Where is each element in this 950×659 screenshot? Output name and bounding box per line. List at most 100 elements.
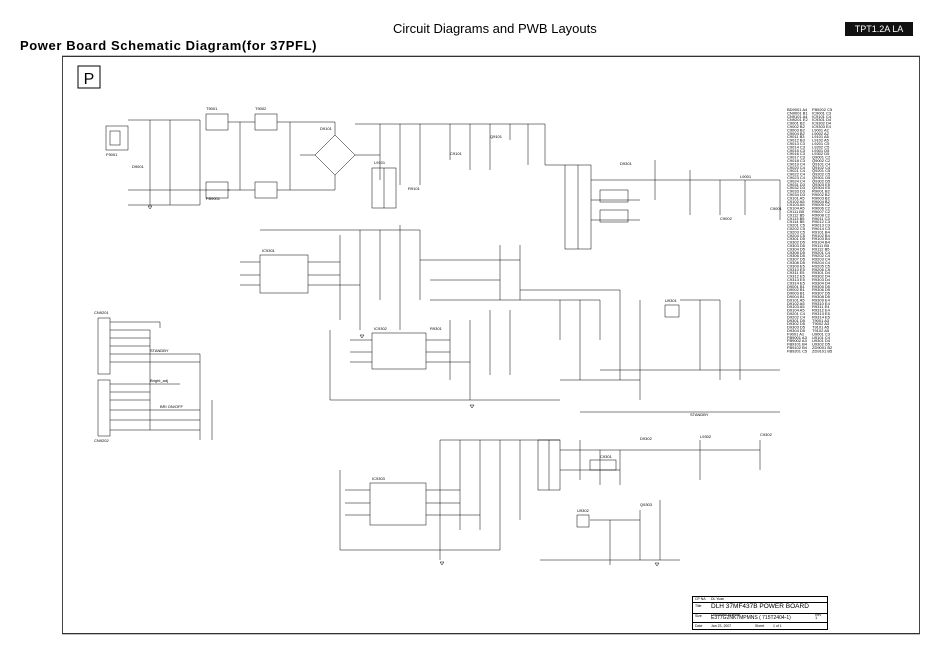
parts-list-item: R9203 C4 (812, 257, 831, 262)
parts-list-item: R9003 B2 (812, 195, 831, 200)
parts-list-item: D9004 B1 (787, 294, 806, 299)
parts-list-item: F9001 A1 (787, 331, 805, 336)
section-title: Circuit Diagrams and PWB Layouts (393, 21, 597, 36)
parts-list-item: R9004 B2 (812, 199, 831, 204)
parts-list-item: D9003 B1 (787, 291, 806, 296)
ref-label: C9302 (760, 432, 773, 437)
parts-list-item: R9303 D4 (812, 277, 831, 282)
title-label: Title (695, 604, 702, 608)
model-badge: TPT1.2A LA (845, 22, 913, 36)
parts-list-item: C9311 E5 (787, 270, 805, 275)
section-letter: P (84, 71, 95, 88)
cp-value: DL Yuan (711, 597, 725, 601)
parts-list-item: C9102 A5 (787, 199, 805, 204)
parts-list-item: IC9101 C4 (812, 114, 832, 119)
parts-list-item: D9101 A5 (787, 297, 805, 302)
parts-list-item: Q9301 D5 (812, 175, 831, 180)
cn9202-label: CN9202 (94, 438, 109, 443)
parts-list-item: C9033 D3 (787, 189, 806, 194)
parts-list-item: Q9101 C4 (812, 161, 831, 166)
parts-list-item: R9301 D4 (812, 270, 831, 275)
parts-list-item: C9104 A5 (787, 206, 805, 211)
parts-list-item: L9301 D5 (812, 148, 830, 153)
ref-label: Q9101 (490, 134, 503, 139)
parts-list-item: C9020 C4 (787, 165, 806, 170)
net-label-bri-onoff: BRI ON/OFF (160, 404, 183, 409)
parts-list-item: R9204 C4 (812, 260, 831, 265)
parts-list-item: C9114 B5 (787, 219, 805, 224)
parts-list-item: L9101 A5 (812, 134, 830, 139)
parts-list-item: C9002 B2 (787, 124, 806, 129)
parts-list-item: D9202 C4 (787, 314, 806, 319)
net-label-bright-adj: Bright_adj (150, 378, 168, 383)
parts-list-item: Q9201 C5 (812, 168, 831, 173)
parts-list-item: R9306 D5 (812, 287, 831, 292)
parts-list-item: T9101 A5 (812, 325, 830, 330)
ic9303-box (369, 482, 427, 526)
parts-list-item: C9204 C5 (787, 233, 806, 238)
parts-list-item: R9305 D5 (812, 284, 831, 289)
ref-label: C9301 (600, 454, 613, 459)
section-letter-box (77, 65, 101, 89)
parts-list-item: D9304 D5 (787, 328, 806, 333)
parts-list-item: L9202 C5 (812, 144, 830, 149)
cp-label: CP NA (695, 597, 706, 601)
parts-list-item: C9016 C3 (787, 151, 806, 156)
parts-list-item: D9104 A5 (787, 308, 805, 313)
doc-number: E377G2NK7MPMNS ( 715T2404-1) (711, 615, 791, 621)
ref-label: F9001 (106, 152, 118, 157)
parts-list-item: C9113 B5 (787, 216, 805, 221)
parts-list-item: C9101 A5 (787, 195, 805, 200)
parts-list-item: Q9202 C5 (812, 172, 831, 177)
rev-value: 1 (815, 615, 818, 620)
parts-list-item: C9004 B2 (787, 131, 806, 136)
parts-list-item: C9031 D3 (787, 182, 806, 187)
cn9201-box (97, 317, 111, 375)
parts-list-item: U9301 D4 (812, 338, 831, 343)
parts-list-item: C9304 D5 (787, 246, 806, 251)
ic9301-label: IC9301 (262, 248, 276, 253)
ref-label: U9302 (577, 508, 590, 513)
parts-list-item: L9002 A2 (812, 131, 830, 136)
parts-list-item: R9011 C3 (812, 216, 830, 221)
parts-list-item: C9312 E5 (787, 274, 806, 279)
parts-list-item: R9312 E4 (812, 308, 831, 313)
parts-list-item: C9305 D5 (787, 250, 806, 255)
sheet-value: 1 of 1 (773, 624, 782, 628)
parts-list-item: C9308 D5 (787, 260, 806, 265)
parts-list-item: C9310 E5 (787, 267, 806, 272)
net-label-standby-right: STANDBY (690, 412, 709, 417)
parts-list-item: L9302 D5 (812, 151, 830, 156)
ic9303-label: IC9303 (372, 476, 386, 481)
parts-list-item: CN9201 E2 (787, 117, 808, 122)
parts-list-item: D9302 D5 (787, 321, 806, 326)
parts-list-item: C9309 E5 (787, 263, 806, 268)
parts-list-item: Q9002 C2 (812, 158, 831, 163)
parts-list-item: R9006 C2 (812, 206, 831, 211)
title-block-row (693, 597, 827, 603)
parts-list-item: R9103 B4 (812, 236, 831, 241)
parts-list-item: CN9101 A4 (787, 114, 808, 119)
parts-list-item: IC9301 D4 (812, 117, 832, 122)
parts-list-item: FB9201 C5 (787, 348, 808, 353)
parts-list-item: R9002 B2 (812, 192, 831, 197)
parts-list-item: C9001 B2 (787, 121, 806, 126)
parts-list-item: FB9101 B4 (787, 342, 808, 347)
parts-list-item: R9310 E4 (812, 301, 831, 306)
parts-list-item: R9005 C2 (812, 202, 831, 207)
parts-list-item: R9104 B4 (812, 240, 831, 245)
parts-list-item: C9021 C4 (787, 168, 806, 173)
parts-list-item: C9015 C3 (787, 148, 806, 153)
ic9302-box (371, 332, 427, 370)
parts-list-item: BD9001 A4 (787, 107, 808, 112)
parts-list-item: R9201 C4 (812, 250, 831, 255)
parts-list-item: R9013 C3 (812, 223, 831, 228)
ic9301-box (259, 254, 309, 294)
sheet-label: Sheet (755, 624, 765, 628)
parts-list-item: C9034 D3 (787, 192, 806, 197)
title-block-row (693, 622, 827, 623)
ref-label: C9002 (720, 216, 733, 221)
ref-label: U9301 (665, 298, 678, 303)
parts-list-item: R9014 C3 (812, 226, 831, 231)
parts-list-item: R9102 B4 (812, 233, 831, 238)
